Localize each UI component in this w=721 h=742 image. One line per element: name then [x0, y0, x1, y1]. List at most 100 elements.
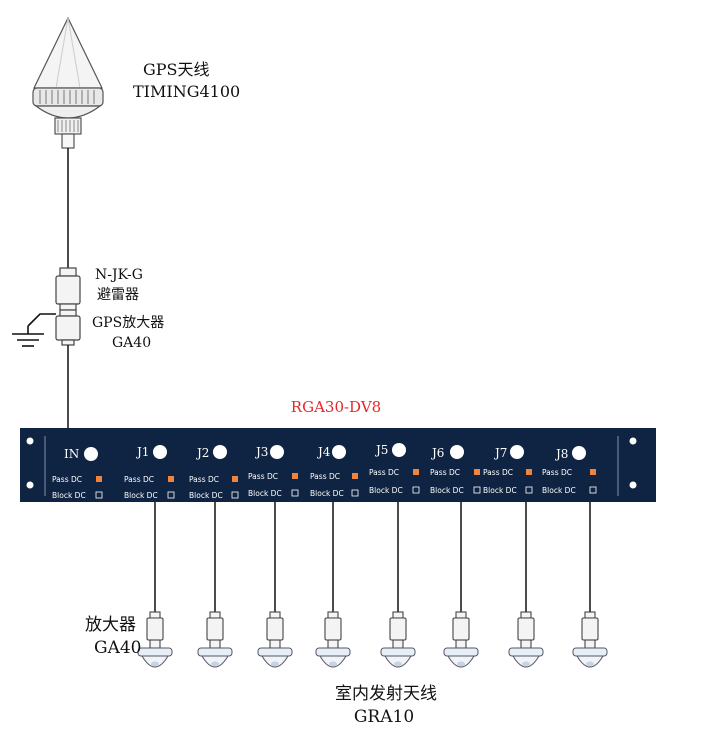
gps-amp-title: GPS放大器 [92, 315, 164, 331]
port-j1: J1 Pass DC Block DC [124, 445, 175, 500]
amplifier-neck [584, 639, 596, 649]
amplifier-icon [517, 617, 535, 641]
block-dc-led [351, 489, 359, 497]
mount-hole [629, 437, 637, 445]
block-dc-led [473, 486, 481, 494]
block-dc-led [95, 491, 103, 499]
pass-dc-led [590, 469, 596, 475]
arrester-title: N-JK-G [95, 267, 143, 283]
amplifier-neck [392, 639, 404, 649]
block-dc-label: Block DC [310, 489, 344, 498]
port-j5: J5 Pass DC Block DC [369, 443, 420, 495]
indoor-antenna-base [197, 647, 233, 657]
indoor-antenna-highlight [151, 661, 159, 667]
pass-dc-led [232, 476, 238, 482]
port-connector-icon [392, 443, 406, 457]
amplifier-icon [146, 617, 164, 641]
amplifier-title: 放大器 [85, 615, 136, 635]
pass-dc-label: Pass DC [52, 475, 82, 484]
port-connector-icon [332, 445, 346, 459]
port-connector-icon [450, 445, 464, 459]
pass-dc-label: Pass DC [189, 475, 219, 484]
block-dc-led [291, 489, 299, 497]
pass-dc-label: Pass DC [430, 468, 460, 477]
port-j6: J6 Pass DC Block DC [430, 445, 481, 495]
port-connector-icon [510, 445, 524, 459]
mount-hole [629, 481, 637, 489]
gps-amplifier-icon [55, 309, 81, 346]
port-label: J3 [254, 445, 268, 459]
indoor-antenna-highlight [271, 661, 279, 667]
indoor-antenna-base [315, 647, 351, 657]
amplifier-cap [269, 611, 281, 619]
indoor-antenna-highlight [586, 661, 594, 667]
pass-dc-led [413, 469, 419, 475]
indoor-antenna-highlight [457, 661, 465, 667]
amplifier-cap [209, 611, 221, 619]
amplifier-neck [269, 639, 281, 649]
amplifier-cap [327, 611, 339, 619]
block-dc-label: Block DC [248, 489, 282, 498]
block-dc-led [231, 491, 239, 499]
indoor-antenna-base [572, 647, 608, 657]
amplifier-icon [266, 617, 284, 641]
pass-dc-led [168, 476, 174, 482]
amplifier-icon [581, 617, 599, 641]
pass-dc-led [96, 476, 102, 482]
port-connector-icon [153, 445, 167, 459]
block-dc-led [412, 486, 420, 494]
pass-dc-led [526, 469, 532, 475]
block-dc-label: Block DC [369, 486, 403, 495]
indoor-antenna-base [137, 647, 173, 657]
block-dc-led [525, 486, 533, 494]
port-in: IN Pass DC Block DC [52, 447, 103, 500]
indoor-antenna-highlight [394, 661, 402, 667]
block-dc-label: Block DC [124, 491, 158, 500]
port-label: J4 [316, 445, 331, 459]
port-label: J2 [195, 446, 209, 460]
indoor-antenna-model: GRA10 [354, 707, 414, 727]
amplifier-neck [209, 639, 221, 649]
block-dc-label: Block DC [542, 486, 576, 495]
lightning-arrester-icon [55, 267, 81, 311]
indoor-antenna-highlight [522, 661, 530, 667]
pass-dc-label: Pass DC [542, 468, 572, 477]
amplifier-neck [520, 639, 532, 649]
amplifier-icon [389, 617, 407, 641]
splitter-panel [20, 428, 656, 502]
ground-icon [12, 313, 56, 347]
port-label: IN [64, 447, 79, 461]
gps-antenna-icon [32, 16, 104, 149]
amplifier-model: GA40 [94, 638, 142, 658]
pass-dc-label: Pass DC [310, 472, 340, 481]
amplifier-cap [149, 611, 161, 619]
indoor-antenna-highlight [211, 661, 219, 667]
port-j3: J3 Pass DC Block DC [248, 445, 299, 498]
mount-hole [26, 481, 34, 489]
block-dc-label: Block DC [189, 491, 223, 500]
indoor-antenna-highlight [329, 661, 337, 667]
arrester-name: 避雷器 [97, 287, 139, 303]
port-j8: J8 Pass DC Block DC [542, 446, 597, 495]
gps-antenna-title: GPS天线 [143, 60, 210, 79]
port-j4: J4 Pass DC Block DC [310, 445, 359, 498]
port-connector-icon [213, 445, 227, 459]
port-label: J6 [430, 446, 444, 460]
port-j2: J2 Pass DC Block DC [189, 445, 239, 500]
gps-amp-model: GA40 [112, 335, 151, 351]
amplifier-icon [324, 617, 342, 641]
indoor-antenna-base [380, 647, 416, 657]
indoor-antenna-base [257, 647, 293, 657]
amplifier-cap [584, 611, 596, 619]
port-j7: J7 Pass DC Block DC [483, 445, 533, 495]
gps-antenna-model: TIMING4100 [133, 82, 240, 101]
amplifier-cap [392, 611, 404, 619]
port-connector-icon [270, 445, 284, 459]
pass-dc-led [474, 469, 480, 475]
port-label: J5 [374, 443, 388, 457]
mount-hole [26, 437, 34, 445]
block-dc-led [167, 491, 175, 499]
pass-dc-label: Pass DC [124, 475, 154, 484]
amplifier-cap [455, 611, 467, 619]
